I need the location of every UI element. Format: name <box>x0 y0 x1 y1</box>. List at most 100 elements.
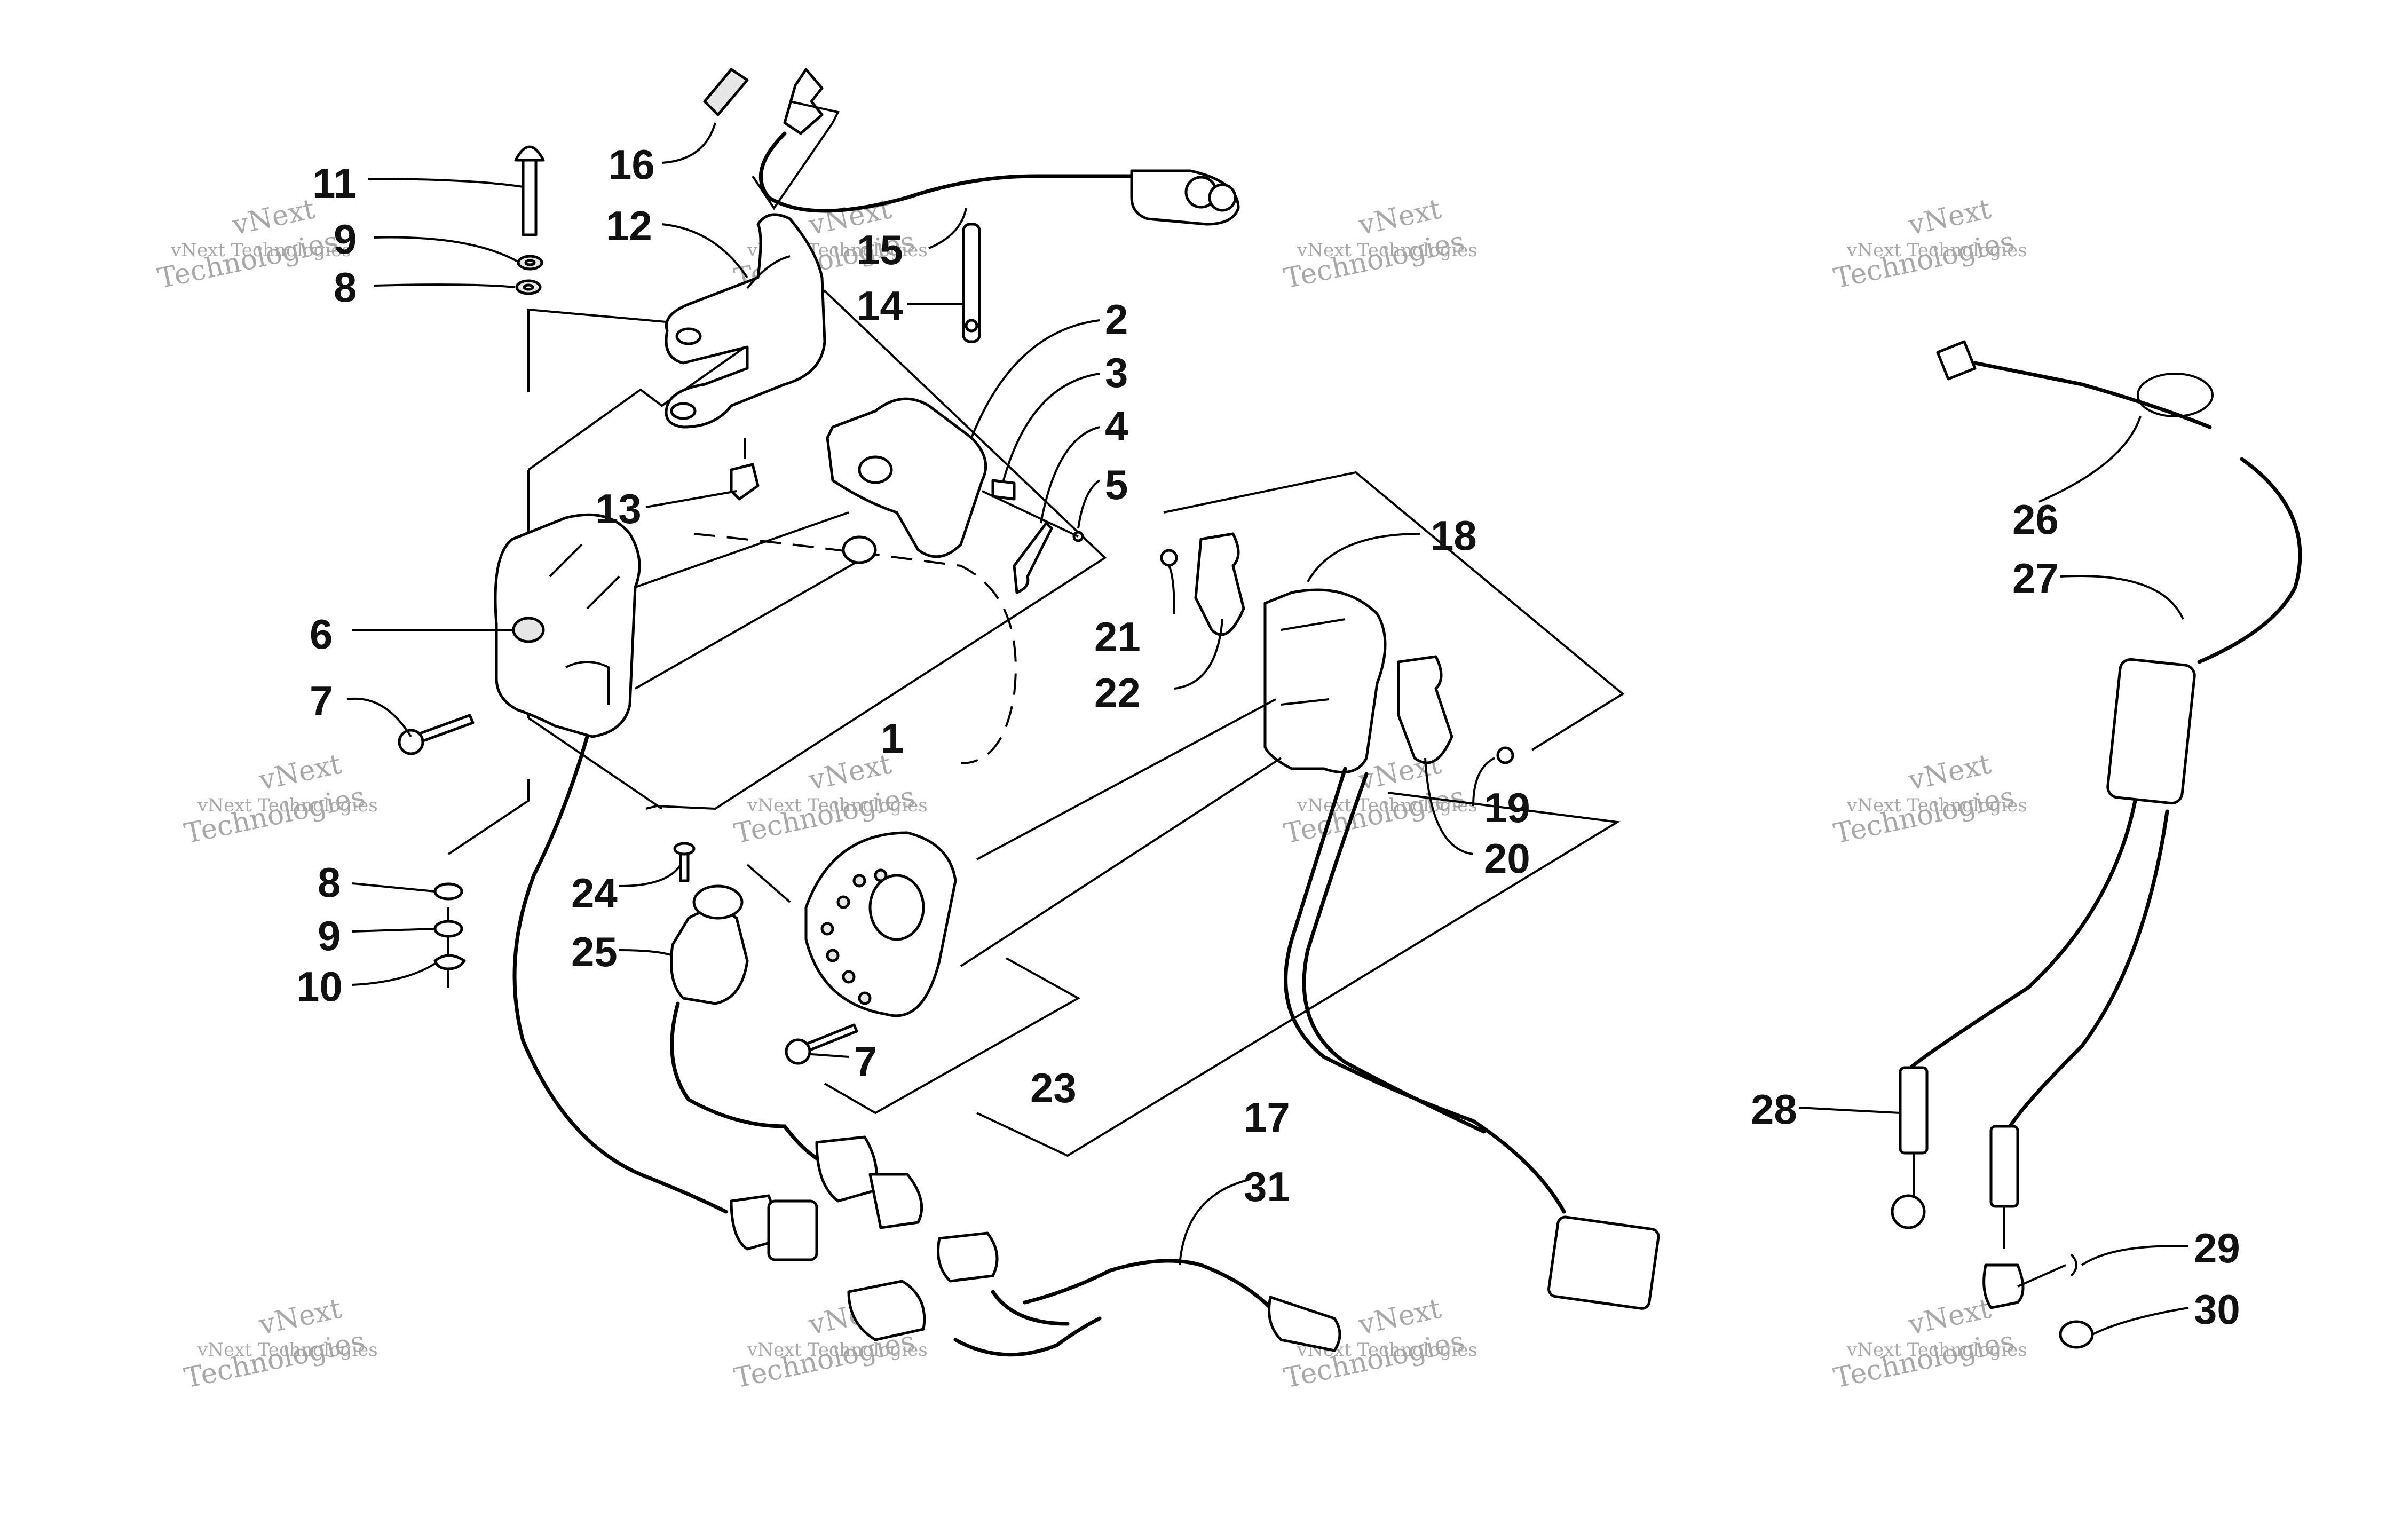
harness-31-trunk <box>1023 1259 1273 1310</box>
washer-8-lower <box>433 882 463 901</box>
bracket-detail <box>746 255 791 289</box>
clip-13 <box>730 463 760 501</box>
leader-18 <box>1307 533 1420 582</box>
leader-22 <box>1174 619 1223 690</box>
screw-7-head <box>398 729 424 755</box>
callout-10: 10 <box>296 963 343 1010</box>
bracket-16-outline <box>752 100 840 210</box>
leader-7a <box>346 697 412 738</box>
watermark-text: vNext Technologies <box>747 1339 928 1361</box>
leader-27 <box>2060 575 2184 620</box>
rail-lower <box>447 779 530 855</box>
callout-17: 17 <box>1244 1094 1290 1141</box>
leader-21 <box>1168 565 1175 614</box>
throttle-housing-18 <box>960 532 1514 967</box>
cable-junction-27 <box>2106 658 2196 805</box>
leader-7b <box>811 1053 849 1058</box>
switch-post <box>842 535 877 564</box>
lever-20 <box>1397 655 1453 764</box>
callout-22: 22 <box>1094 669 1141 716</box>
watermark-text: vNext Technologies <box>1846 240 2027 261</box>
callout-7b: 7 <box>854 1038 877 1085</box>
leader-2 <box>970 319 1100 438</box>
housing-23-assembly <box>670 831 957 1065</box>
leader-4 <box>1040 426 1100 524</box>
assembly-line <box>746 864 791 903</box>
bracket-12 <box>665 213 826 429</box>
leader-16 <box>661 122 716 164</box>
harness-6-wire <box>512 735 728 1214</box>
leader-25 <box>619 949 673 957</box>
harness-25-connector <box>815 1135 878 1203</box>
callout-31: 31 <box>1244 1163 1290 1210</box>
watermark-text: vNext Technologies <box>1846 795 2027 816</box>
wire-harnesses <box>512 735 1660 1357</box>
cable-end-26 <box>1936 340 1977 381</box>
leader-10 <box>352 962 436 986</box>
assembly-line <box>2017 1264 2066 1288</box>
harness-25-wire <box>670 1001 819 1160</box>
callout-7a: 7 <box>310 677 333 724</box>
leader-3 <box>1002 373 1100 481</box>
leader-12 <box>661 223 748 279</box>
tab-hole <box>965 319 978 333</box>
assembly-line <box>982 490 1079 538</box>
watermark-text: vNext Technologies <box>747 795 928 816</box>
housing-body <box>494 513 641 738</box>
cable-end-ferrule <box>1891 1194 1926 1229</box>
leader-28 <box>1798 1107 1901 1114</box>
switch-assembly-2 <box>826 397 1084 594</box>
callout-14: 14 <box>857 282 903 329</box>
adjuster-28 <box>1899 1066 1929 1155</box>
callout-4: 4 <box>1105 402 1128 449</box>
connector-pin <box>1208 183 1237 212</box>
bolt-head <box>514 145 545 162</box>
leader-8a <box>373 283 516 288</box>
watermark-text: vNext Technologies <box>1297 240 1477 261</box>
o-ring-30 <box>2059 1320 2094 1349</box>
callout-21: 21 <box>1094 613 1141 660</box>
rail-upper <box>527 308 678 392</box>
leader-9a <box>373 236 518 263</box>
bolt-shaft <box>522 159 538 236</box>
vent-hole <box>820 922 834 936</box>
screw-19 <box>1496 746 1514 764</box>
leader-11 <box>368 178 524 188</box>
cable-end-29 <box>1982 1263 2025 1309</box>
cable-upper <box>1973 361 2212 429</box>
callout-1: 1 <box>881 715 904 762</box>
callout-5: 5 <box>1105 461 1128 508</box>
spring-3 <box>991 479 1016 501</box>
callout-26: 26 <box>2012 496 2059 543</box>
callout-15: 15 <box>857 226 903 273</box>
washer-9-lower <box>433 920 463 938</box>
leader-29 <box>2081 1245 2189 1266</box>
lever-22 <box>1194 532 1245 636</box>
housing-detail <box>1281 618 1346 706</box>
cable-tie-26 <box>2137 373 2214 417</box>
harness-31-branch <box>991 1290 1070 1326</box>
button-25 <box>692 884 744 920</box>
callout-11: 11 <box>312 160 356 207</box>
housing-23-boss <box>868 874 925 941</box>
leader-13 <box>645 490 737 508</box>
bracket-1 <box>527 289 1107 810</box>
watermark-text: vNext Technologies <box>170 240 351 261</box>
cable-27 <box>2197 457 2302 664</box>
housing-detail <box>565 661 610 705</box>
harness-18-wire-b <box>1302 772 1486 1134</box>
leader-31 <box>1179 1179 1250 1266</box>
housing-18-body <box>1263 588 1387 774</box>
screw-24-head <box>673 842 696 856</box>
bracket-23 <box>824 957 1081 1115</box>
watermark-text: vNext Technologies <box>1846 1339 2027 1361</box>
leader-26 <box>2038 416 2142 503</box>
wire-15 <box>759 131 1134 213</box>
callout-30: 30 <box>2194 1286 2240 1333</box>
vent-hole <box>858 991 872 1005</box>
nut-10 <box>433 954 466 970</box>
leader-30 <box>2092 1307 2189 1336</box>
washer-hole <box>524 259 536 266</box>
harness-25-plug <box>868 1173 923 1229</box>
callout-16: 16 <box>609 141 655 188</box>
